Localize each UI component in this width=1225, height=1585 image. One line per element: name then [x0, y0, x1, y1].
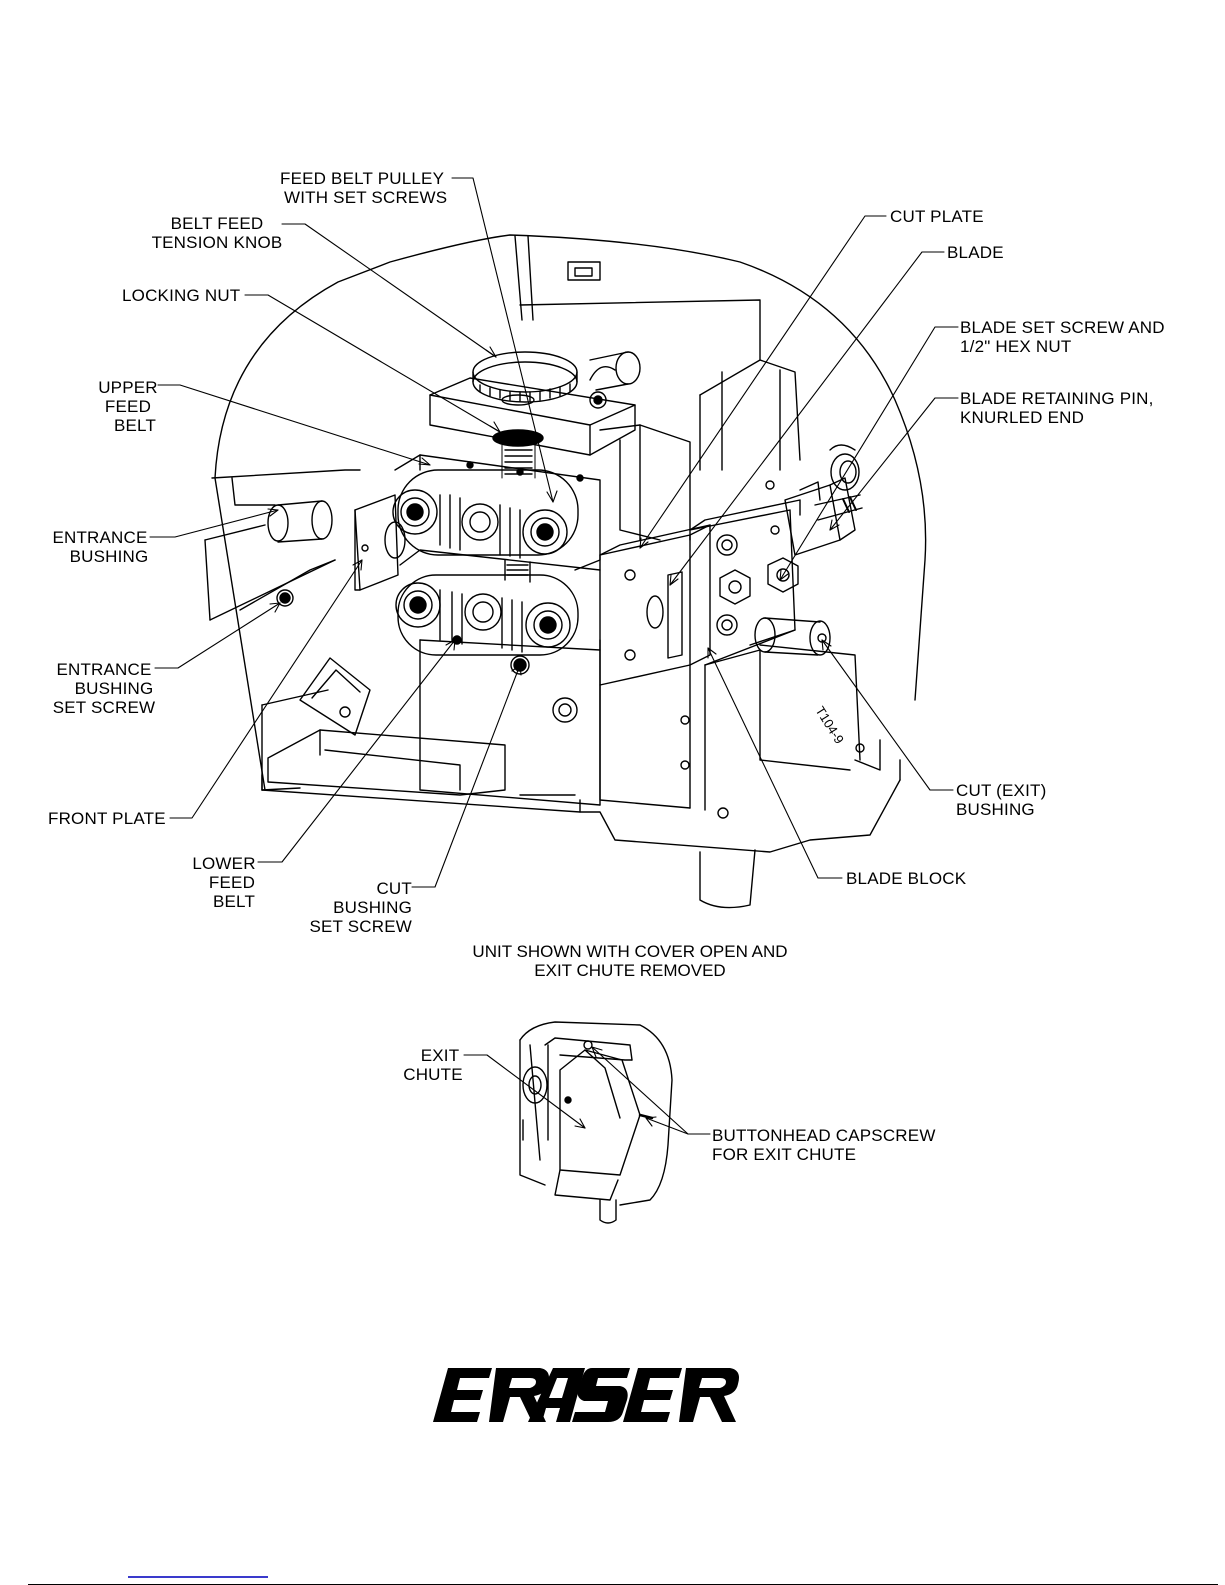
tension-knob: [472, 351, 578, 406]
locking-nut: [492, 429, 544, 479]
label-entrance-bushing-set-screw: ENTRANCE BUSHING SET SCREW: [52, 660, 156, 717]
entrance-bushing: [267, 500, 333, 543]
top-block: [429, 377, 636, 456]
label-buttonhead-capscrew: BUTTONHEAD CAPSCREW FOR EXIT CHUTE: [712, 1126, 936, 1164]
top-shaft: [589, 351, 641, 409]
footer-link-underline[interactable]: [128, 1576, 268, 1578]
label-feed-belt-pulley: FEED BELT PULLEY WITH SET SCREWS: [280, 169, 448, 207]
label-front-plate: FRONT PLATE: [48, 809, 166, 828]
label-entrance-bushing: ENTRANCE BUSHING: [52, 528, 149, 566]
eraser-logo: [433, 1368, 739, 1422]
cut-exit-bushing: [754, 617, 831, 656]
label-blade-retaining-pin: BLADE RETAINING PIN, KNURLED END: [960, 389, 1154, 427]
label-upper-feed-belt: UPPER FEED BELT: [98, 378, 158, 435]
left-housing: [204, 469, 361, 791]
label-belt-feed-tension-knob: BELT FEED TENSION KNOB: [151, 214, 283, 252]
retaining-pin-bracket: [784, 444, 863, 556]
exit-chute-inset: [519, 1021, 673, 1224]
blade: [667, 571, 683, 659]
lower-tray: [267, 657, 506, 796]
lower-feed-belt-assembly: [395, 549, 601, 675]
upper-feed-belt-assembly: [392, 454, 601, 571]
label-exit-chute: EXIT CHUTE: [403, 1046, 463, 1084]
rear-frame: [519, 261, 801, 541]
label-cut-bushing-set-screw: CUT BUSHING SET SCREW: [309, 879, 412, 936]
label-cut-plate: CUT PLATE: [890, 207, 984, 226]
inset-leader-lines: [463, 1046, 711, 1135]
right-pedestal: [599, 644, 861, 811]
center-lower-block: [419, 639, 601, 806]
cover-outline: [214, 234, 927, 791]
label-lower-feed-belt: LOWER FEED BELT: [192, 854, 256, 911]
front-plate: [354, 494, 406, 591]
blade-block: [689, 499, 801, 666]
part-number: T104-9: [812, 704, 847, 747]
figure-caption: UNIT SHOWN WITH COVER OPEN AND EXIT CHUT…: [472, 942, 788, 980]
cut-plate: [599, 524, 711, 686]
label-cut-exit-bushing: CUT (EXIT) BUSHING: [956, 781, 1047, 819]
label-locking-nut: LOCKING NUT: [122, 286, 241, 305]
base-plate: [261, 739, 901, 909]
label-blade-block: BLADE BLOCK: [846, 869, 967, 888]
label-blade-set-screw: BLADE SET SCREW AND 1/2" HEX NUT: [960, 318, 1165, 356]
leader-lines: [149, 177, 959, 888]
entrance-set-screw: [276, 589, 294, 607]
label-blade: BLADE: [947, 243, 1004, 262]
